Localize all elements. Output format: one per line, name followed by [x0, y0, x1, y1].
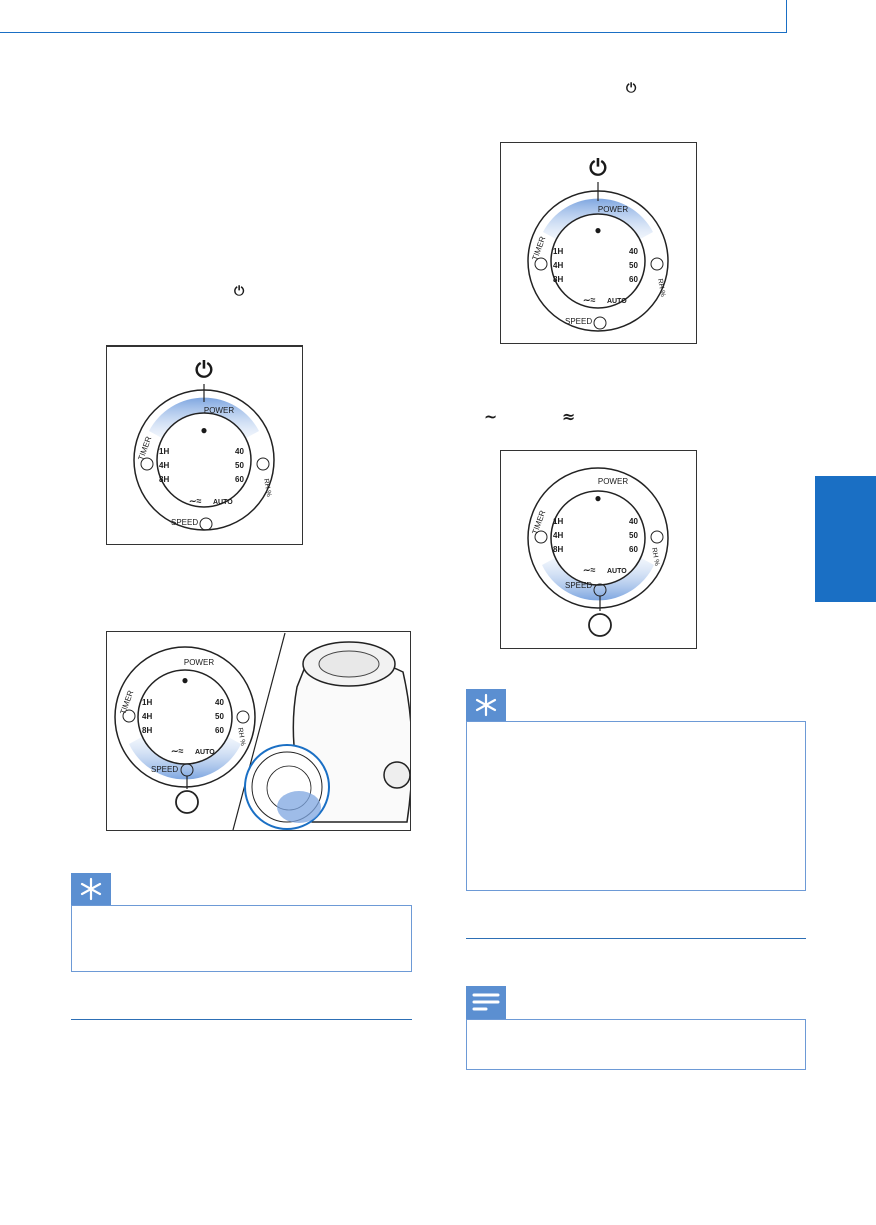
rh-60: 60	[235, 475, 244, 484]
fan-icon	[199, 517, 213, 531]
dial-diagram: ⏻ POWER ● 1H 4H 8H 40 50 60 ∼≈ AUTO TIME…	[527, 155, 669, 332]
power-symbol-inline: ⏻	[234, 284, 245, 299]
rh-40: 40	[235, 447, 244, 456]
dial-device-diagram: POWER ● 1H 4H 8H 40 50 60 ∼≈ AUTO TIMER …	[114, 632, 410, 830]
auto-label: AUTO	[195, 749, 215, 756]
dial-diagram: POWER ● 1H 4H 8H 40 50 60 ∼≈ AUTO TIMER …	[527, 467, 669, 637]
fan-icon	[593, 316, 607, 330]
chapter-tab	[815, 476, 876, 602]
asterisk-icon	[475, 693, 497, 717]
timer-1h: 1H	[553, 247, 563, 256]
rh-60: 60	[629, 545, 638, 554]
timer-8h: 8H	[553, 275, 563, 284]
timer-1h: 1H	[159, 447, 169, 456]
clock-icon	[140, 457, 154, 471]
tip-tab-right	[466, 689, 506, 721]
speed-label: SPEED	[171, 518, 198, 527]
timer-1h: 1H	[553, 517, 563, 526]
timer-8h: 8H	[142, 726, 152, 735]
figure-dial-speed-device: POWER ● 1H 4H 8H 40 50 60 ∼≈ AUTO TIMER …	[106, 631, 411, 831]
figure-dial-speed-right: POWER ● 1H 4H 8H 40 50 60 ∼≈ AUTO TIMER …	[500, 450, 697, 649]
rh-label: RH %	[656, 278, 666, 297]
asterisk-icon	[80, 877, 102, 901]
humidity-icon	[236, 710, 250, 724]
rh-60: 60	[629, 275, 638, 284]
drop-icon: ●	[181, 673, 188, 687]
humidifier-opening	[318, 650, 380, 678]
top-rule	[0, 32, 786, 33]
auto-label: AUTO	[213, 499, 233, 506]
mode-low-symbol: ∼	[484, 407, 498, 426]
speed-label: SPEED	[151, 765, 178, 774]
auto-label: AUTO	[607, 568, 627, 575]
rh-50: 50	[235, 461, 244, 470]
power-label: POWER	[204, 406, 234, 415]
rh-40: 40	[629, 517, 638, 526]
timer-4h: 4H	[159, 461, 169, 470]
section-rule-right	[466, 938, 806, 939]
rh-50: 50	[629, 531, 638, 540]
humidity-icon	[650, 257, 664, 271]
note-lines-icon	[472, 993, 500, 1011]
top-rule-divider	[786, 0, 787, 33]
dial-diagram: ⏻ POWER ● 1H 4H 8H 40 50 60 ∼≈ AUTO TIME…	[133, 357, 275, 531]
mode-icons: ∼≈	[189, 496, 202, 506]
rh-50: 50	[629, 261, 638, 270]
figure-dial-power-right: ⏻ POWER ● 1H 4H 8H 40 50 60 ∼≈ AUTO TIME…	[500, 142, 697, 344]
drop-icon: ●	[200, 423, 207, 437]
tip-tab-left	[71, 873, 111, 905]
rh-50: 50	[215, 712, 224, 721]
note-tab-right	[466, 986, 506, 1019]
rh-label: RH %	[262, 478, 272, 497]
timer-4h: 4H	[553, 531, 563, 540]
timer-1h: 1H	[142, 698, 152, 707]
drop-icon: ●	[594, 491, 601, 505]
auto-label: AUTO	[607, 298, 627, 305]
power-icon: ⏻	[195, 357, 213, 382]
zoom-highlight	[277, 791, 321, 823]
mode-icons: ∼≈	[583, 565, 596, 575]
speed-label: SPEED	[565, 581, 592, 590]
speed-label: SPEED	[565, 317, 592, 326]
timer-4h: 4H	[553, 261, 563, 270]
divider-line	[232, 632, 286, 830]
power-label: POWER	[598, 477, 628, 486]
timer-8h: 8H	[553, 545, 563, 554]
power-label: POWER	[184, 658, 214, 667]
rh-40: 40	[215, 698, 224, 707]
timer-8h: 8H	[159, 475, 169, 484]
section-rule-left	[71, 1019, 412, 1020]
note-box-right	[466, 1019, 806, 1070]
rh-label: RH %	[650, 547, 660, 566]
clock-icon	[122, 709, 136, 723]
timer-4h: 4H	[142, 712, 152, 721]
mode-icons: ∼≈	[583, 295, 596, 305]
power-icon: ⏻	[589, 155, 607, 180]
fan-icon-large	[175, 790, 199, 814]
drop-icon: ●	[594, 223, 601, 237]
tip-box-left	[71, 905, 412, 972]
mode-high-symbol: ≈	[562, 407, 576, 426]
rh-label: RH %	[236, 727, 246, 746]
tip-box-right	[466, 721, 806, 891]
humidity-icon	[256, 457, 270, 471]
rh-40: 40	[629, 247, 638, 256]
rh-60: 60	[215, 726, 224, 735]
fan-icon-large	[588, 613, 612, 637]
humidifier-button	[383, 761, 410, 789]
power-label: POWER	[598, 205, 628, 214]
mode-icons: ∼≈	[171, 746, 184, 756]
figure-dial-power-left: ⏻ POWER ● 1H 4H 8H 40 50 60 ∼≈ AUTO TIME…	[106, 345, 303, 545]
power-symbol-inline-right: ⏻	[626, 81, 637, 96]
clock-icon	[534, 257, 548, 271]
clock-icon	[534, 530, 548, 544]
humidity-icon	[650, 530, 664, 544]
